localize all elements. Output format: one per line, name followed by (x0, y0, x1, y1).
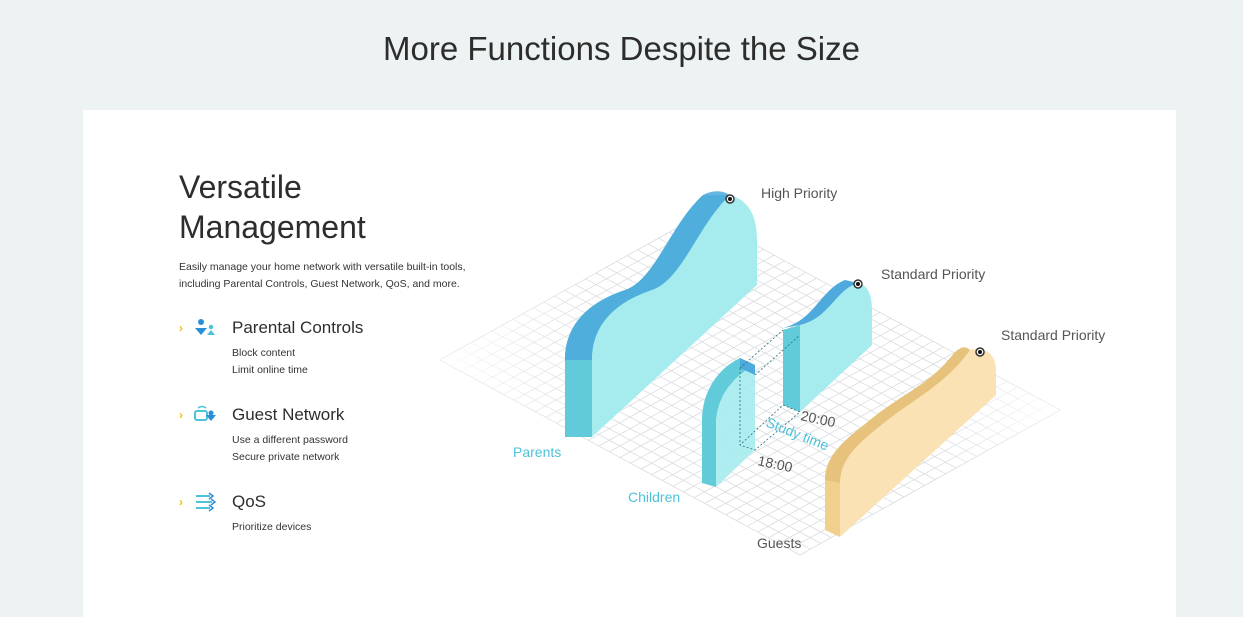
feature-name: Guest Network (232, 405, 345, 424)
feature-detail: Block content (232, 347, 296, 359)
priority-label: Standard Priority (1001, 327, 1105, 343)
start-time-label: 18:00 (756, 452, 794, 475)
feature-detail: Secure private network (232, 451, 340, 463)
description-line: including Parental Controls, Guest Netwo… (179, 278, 460, 290)
chevron-right-icon: › (179, 408, 183, 422)
end-time-label: 20:00 (799, 407, 837, 430)
section-description: Easily manage your home network with ver… (179, 259, 489, 293)
guests-wall (825, 347, 996, 537)
feature-detail: Limit online time (232, 364, 308, 376)
section-heading: Versatile Management (179, 169, 366, 245)
group-label-guests: Guests (757, 535, 801, 551)
parents-wall (565, 191, 757, 437)
parental-controls-icon (195, 319, 215, 335)
qos-icon (196, 492, 217, 512)
feature-details: Use a different password Secure private … (232, 432, 348, 466)
feature-details: Prioritize devices (232, 519, 311, 536)
group-label-parents: Parents (513, 444, 561, 460)
feature-name: Parental Controls (232, 318, 364, 337)
page-title: More Functions Despite the Size (383, 30, 860, 67)
description-line: Easily manage your home network with ver… (179, 261, 466, 273)
feature-details: Block content Limit online time (232, 345, 308, 379)
feature-detail: Prioritize devices (232, 521, 312, 533)
feature-detail: Use a different password (232, 434, 348, 446)
priority-label: High Priority (761, 185, 837, 201)
priority-label: Standard Priority (881, 266, 985, 282)
guest-network-icon (194, 405, 216, 421)
feature-name: QoS (232, 492, 267, 511)
group-label-children: Children (628, 489, 680, 505)
children-wall (702, 279, 872, 487)
chevron-right-icon: › (179, 495, 183, 509)
chevron-right-icon: › (179, 321, 183, 335)
